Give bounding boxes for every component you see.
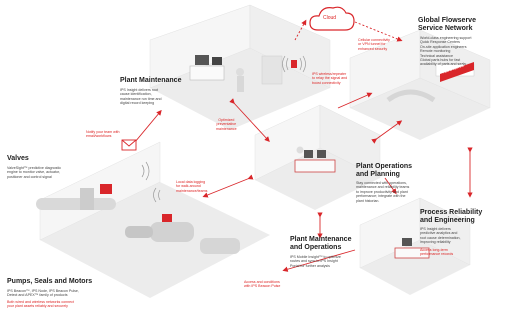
plant-operations-desc: Stay connected with operations, maintena… [356,181,409,203]
reliability-room [359,197,471,295]
text-line: Stay connected with operations, [356,181,407,185]
text-line: Cellular connectivity [358,38,390,42]
pump-valve-platform [36,141,270,298]
text-line: maintenance and reliability teams [356,185,410,190]
text-line: Notify your team with [86,130,120,134]
text-line: and Planning [356,171,400,178]
text-line: Optimized [218,118,235,122]
text-line: IPS Insight delivers root [120,88,158,92]
text-line: IPS Beacon™, IPS Node, IPS Beacon Pulse, [7,289,79,293]
text-line: Global Flowserve [418,17,476,24]
operations-room [254,104,381,210]
text-line: maintenance [216,126,237,131]
text-line: Access and conditions [244,280,280,284]
text-line: and Operations [290,244,342,251]
text-line: Detect and APEX™ family of products [7,293,68,298]
optimized-maintenance-callout: Optimized preventative maintenance [216,118,237,131]
text-line: root cause determination, [420,235,461,240]
plant-maint-ops-desc: IPS Mobile Insight™ to optimize routes a… [290,255,341,268]
text-line: performance records [420,252,454,257]
plant-maintenance-room [149,4,331,130]
text-line: positioner and control signal [7,174,52,179]
process-reliability-title: Process Reliability and Engineering [420,209,482,225]
text-line: to improve productivity and plant [356,189,408,194]
text-line: ValveSight™ predictive diagnostic [7,166,62,170]
bullet-item: Quick Response Centers [420,40,460,45]
global-network-bullets: World-class engineering support Quick Re… [420,36,471,67]
text-line: Local data logging [176,180,206,184]
plant-operations-title: Plant Operations and Planning [356,163,412,179]
text-line: Portal for further analysis [290,263,330,268]
long-term-records-callout: Access long-term performance records [420,248,453,257]
text-line: IPS Insight delivers [420,227,451,231]
text-line: maintenance run time and [120,96,162,101]
bullet-item: Technical assistance [420,53,453,58]
text-line: plant historian. [356,198,380,203]
text-line: enhanced security [358,46,388,51]
flowserve-logo [440,62,474,82]
text-line: performance; integrate with the [356,194,406,199]
plant-maint-ops-title: Plant Maintenance and Operations [290,236,351,252]
text-line: boost connectivity [312,80,341,85]
bullet-item: availability of parts and seals [420,62,466,67]
text-line: cause identification, [120,92,152,97]
cloud-label: Cloud [323,15,337,21]
text-line: for walk-around [176,184,201,189]
text-line: maintenance/teams [176,188,208,193]
text-line: or VPN tunnel for [358,42,386,47]
text-line: Plant Operations [356,163,413,170]
text-line: Both wired and wireless networks connect [7,300,74,304]
text-line: Plant Maintenance [290,236,352,243]
pumps-network-callout: Both wired and wireless networks connect… [7,300,74,309]
wireless-signal-icon [282,55,306,73]
text-line: Access long-term [420,248,448,252]
valves-desc: ValveSight™ predictive diagnostic engine… [7,166,61,179]
wireless-signal-icon [141,161,161,203]
text-line: Service Network [418,25,473,32]
notify-team-callout: Notify your team with email/workflows [86,130,120,139]
pumps-title: Pumps, Seals and Motors [7,278,93,285]
text-line: predictive analytics and [420,231,458,236]
beacon-access-callout: Access and conditions with IPS Beacon Pu… [244,280,280,289]
pumps-desc: IPS Beacon™, IPS Node, IPS Beacon Pulse,… [7,289,79,298]
wireless-repeater-callout: IPS wireless/repeater to relay the signa… [312,72,347,85]
text-line: preventative [216,122,237,127]
bullet-item: On-site application engineers [420,44,467,49]
text-line: with IPS Beacon Pulse [244,284,281,289]
text-line: digital record keeping [120,101,155,106]
email-envelope-icon [121,139,137,151]
local-data-logging-callout: Local data logging for walk-around maint… [176,180,207,193]
text-line: your plant assets reliably and securely [7,304,68,309]
cloud-icon [309,6,355,31]
cellular-connectivity-callout: Cellular connectivity or VPN tunnel for … [358,38,390,51]
text-line: to relay the signal and [312,76,348,81]
text-line: engine to monitor valve, actuator, [7,170,60,175]
text-line: IPS wireless/repeater [312,72,347,76]
valves-title: Valves [7,155,29,162]
bullet-item: World-class engineering support [420,36,472,40]
process-reliability-desc: IPS Insight delivers predictive analytic… [420,227,461,245]
text-line: and Engineering [420,217,475,224]
plant-maintenance-title: Plant Maintenance [120,77,182,84]
text-line: Process Reliability [420,209,483,216]
bullet-item: Global parts hubs for fast [420,58,461,63]
connection-arrows [129,19,473,272]
text-line: routes and sync to IPS Insight [290,259,338,264]
plant-maintenance-desc: IPS Insight delivers root cause identifi… [120,88,162,106]
text-line: IPS Mobile Insight™ to optimize [290,255,341,259]
bullet-item: Remote monitoring [420,49,451,54]
text-line: improving reliability [420,240,451,245]
global-network-title: Global Flowserve Service Network [418,17,476,33]
text-line: email/workflows [86,134,112,139]
